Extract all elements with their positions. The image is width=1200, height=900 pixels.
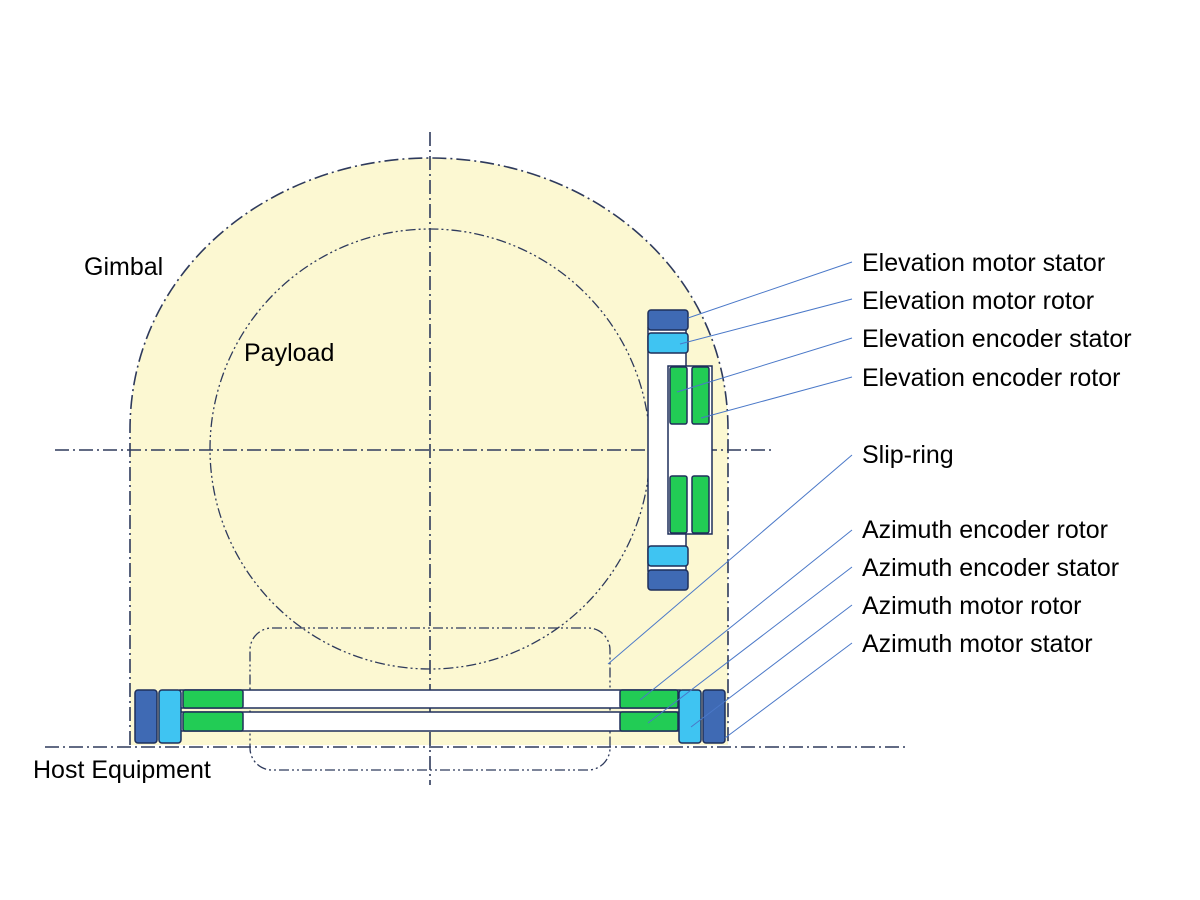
- leader-lines: [607, 261, 853, 739]
- azimuth-ring-upper: [179, 689, 681, 709]
- callout-azimuth-motor-stator: Azimuth motor stator: [862, 630, 1093, 658]
- leader-elevation-motor-rotor: [679, 298, 853, 345]
- elevation-motor-stator-top: [647, 309, 689, 331]
- elevation-encoder-rotor-bottom: [691, 475, 710, 534]
- gimbal-body: [130, 158, 728, 745]
- elevation-motor-rotor-top: [647, 332, 689, 354]
- leader-azimuth-encoder-stator: [647, 566, 853, 724]
- azimuth-encoder-stator-left: [182, 711, 244, 732]
- azimuth-ring-lower: [179, 711, 681, 732]
- elevation-encoder-stator-top: [669, 366, 688, 425]
- azimuth-motor-stator-left: [134, 689, 158, 744]
- azimuth-motor-rotor-left: [158, 689, 182, 744]
- callout-azimuth-motor-rotor: Azimuth motor rotor: [862, 592, 1082, 620]
- azimuth-encoder-stator-right: [619, 711, 679, 732]
- payload-label: Payload: [244, 339, 334, 367]
- azimuth-encoder-rotor-left: [182, 689, 244, 709]
- azimuth-motor-stator-right: [702, 689, 726, 744]
- leader-azimuth-motor-stator: [724, 642, 853, 739]
- leader-elevation-encoder-stator: [676, 337, 853, 393]
- callout-elevation-motor-stator: Elevation motor stator: [862, 249, 1105, 277]
- callout-azimuth-encoder-stator: Azimuth encoder stator: [862, 554, 1119, 582]
- callout-slip-ring: Slip-ring: [862, 441, 954, 469]
- leader-elevation-motor-stator: [687, 261, 853, 319]
- leader-azimuth-motor-rotor: [690, 604, 853, 728]
- elevation-encoder-stator-bottom: [669, 475, 688, 534]
- callout-azimuth-encoder-rotor: Azimuth encoder rotor: [862, 516, 1108, 544]
- callout-elevation-motor-rotor: Elevation motor rotor: [862, 287, 1094, 315]
- azimuth-assembly: [134, 689, 726, 744]
- leader-azimuth-encoder-rotor: [639, 529, 853, 701]
- leader-elevation-encoder-rotor: [700, 376, 853, 419]
- gimbal-label: Gimbal: [84, 253, 163, 281]
- elevation-motor-stator-bottom: [647, 569, 689, 591]
- elevation-motor-rotor-bottom: [647, 545, 689, 567]
- host-equipment-label: Host Equipment: [33, 756, 211, 784]
- azimuth-encoder-rotor-right: [619, 689, 679, 709]
- leader-slip-ring: [607, 454, 853, 665]
- elevation-assembly: [647, 309, 713, 591]
- callout-elevation-encoder-stator: Elevation encoder stator: [862, 325, 1132, 353]
- elevation-encoder-rotor-top: [691, 366, 710, 425]
- callout-elevation-encoder-rotor: Elevation encoder rotor: [862, 364, 1120, 392]
- azimuth-motor-rotor-right: [678, 689, 702, 744]
- gimbal-outline: [129, 157, 729, 745]
